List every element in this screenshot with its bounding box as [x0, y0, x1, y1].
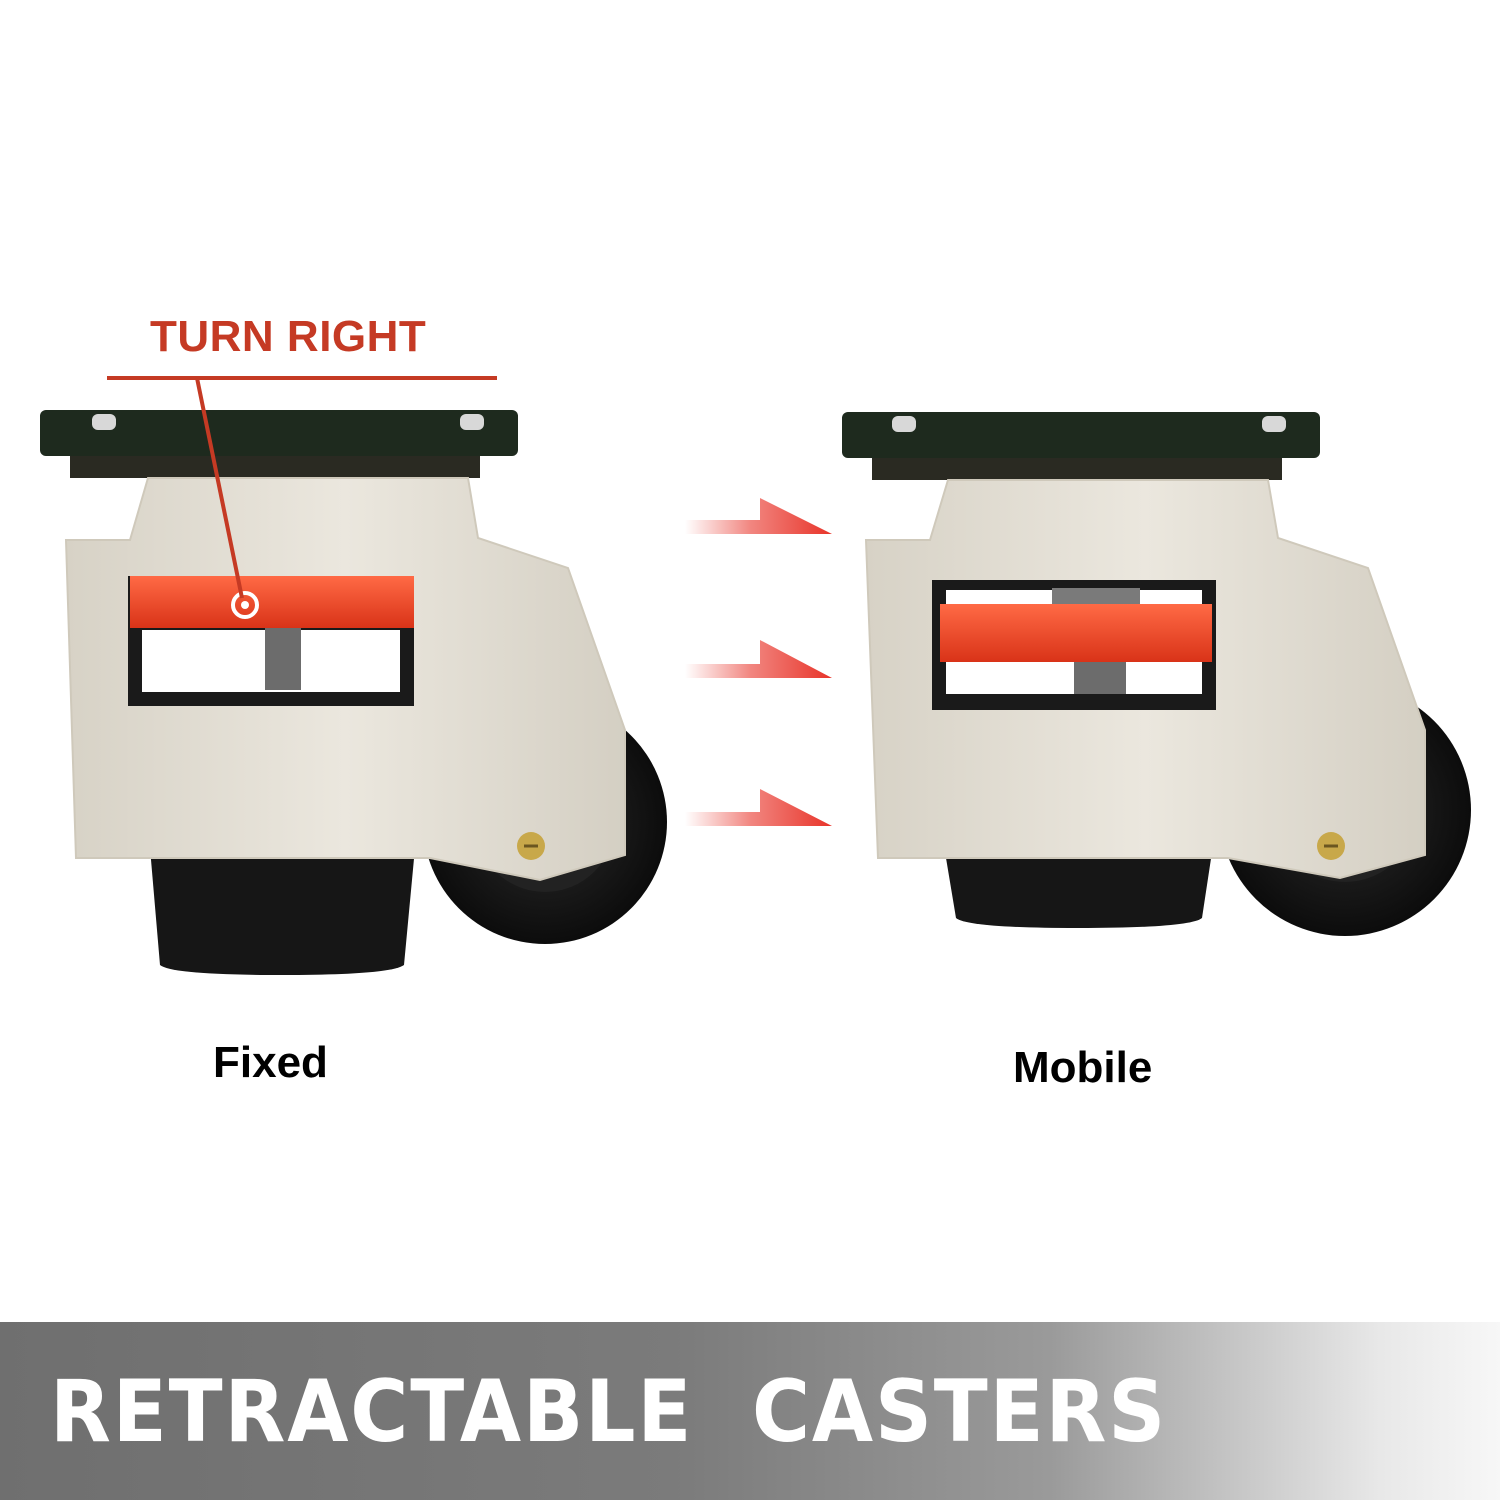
mount-plate [842, 412, 1320, 458]
mobile-caster [842, 412, 1471, 936]
threaded-stem [265, 628, 301, 690]
threaded-stem [1074, 662, 1126, 694]
leveling-pad [150, 848, 415, 975]
mount-plate [40, 410, 518, 456]
arrow-right-icon [685, 789, 832, 826]
adjust-knob [940, 604, 1212, 662]
turn-right-label: TURN RIGHT [150, 312, 427, 361]
arrow-right-icon [685, 640, 832, 678]
bottom-banner [0, 1322, 1500, 1500]
arrow-right-icon [685, 498, 832, 534]
banner-title: RETRACTABLE CASTERS [50, 1362, 1168, 1462]
fixed-caster [40, 410, 667, 975]
turn-right-callout [107, 376, 497, 599]
leveling-pad [945, 852, 1212, 928]
adjust-knob [130, 576, 414, 628]
mobile-label: Mobile [1013, 1043, 1153, 1092]
fixed-label: Fixed [213, 1038, 328, 1087]
